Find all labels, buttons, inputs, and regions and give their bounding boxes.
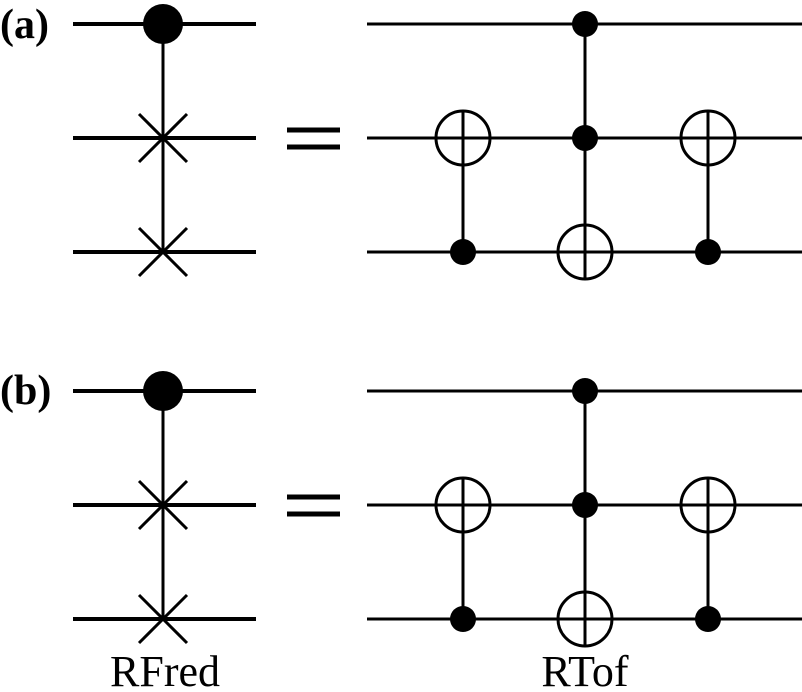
panel-a (73, 4, 802, 281)
swap-x-icon (137, 479, 189, 531)
control-dot (450, 239, 476, 265)
caption-rtof: RTof (541, 647, 629, 692)
control-dot (450, 606, 476, 632)
swap-x-icon (137, 112, 189, 164)
swap-x-icon (137, 593, 189, 645)
panel-b (73, 371, 802, 648)
control-dot (143, 4, 183, 44)
swap-x-icon (137, 226, 189, 278)
control-dot (695, 239, 721, 265)
caption-rfred: RFred (110, 647, 220, 692)
control-dot (695, 606, 721, 632)
control-dot (572, 492, 598, 518)
control-dot (143, 371, 183, 411)
panel-label-b: (b) (0, 368, 51, 414)
control-dot (572, 125, 598, 151)
control-dot (572, 11, 598, 37)
control-dot (572, 378, 598, 404)
panel-label-a: (a) (0, 2, 49, 48)
